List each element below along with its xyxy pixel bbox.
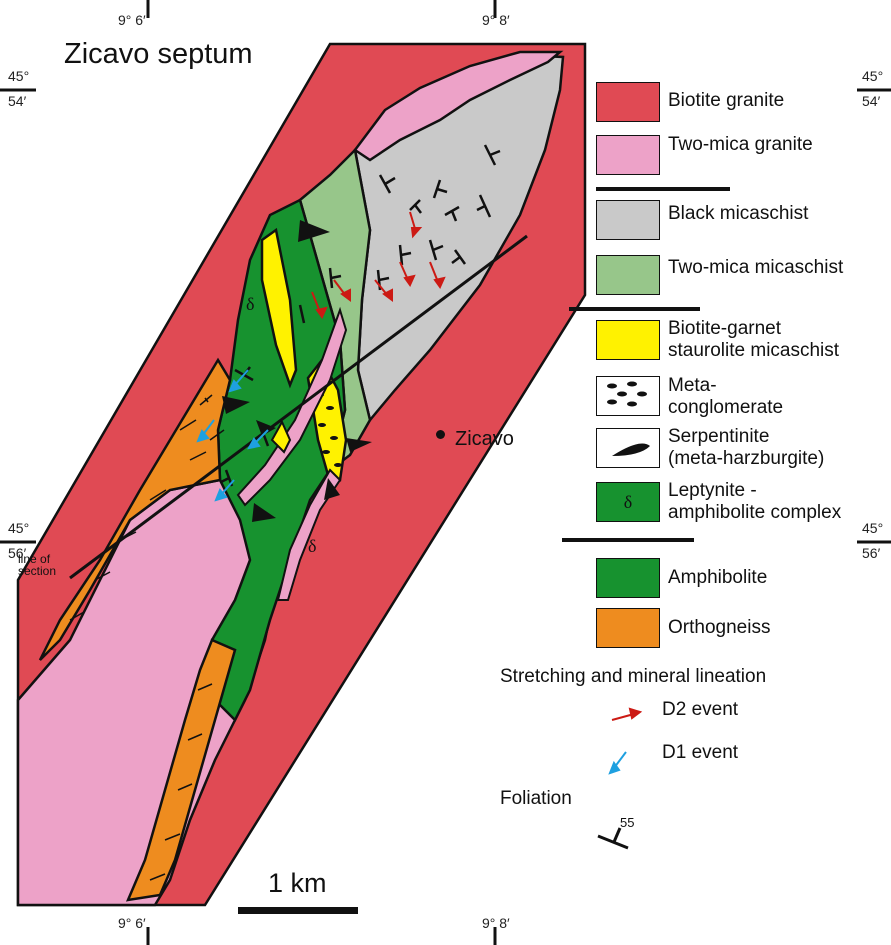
legend-label-leptynite: Leptynite - amphibolite complex [668, 480, 841, 524]
longitude-bottom-left: 9° 6′ [118, 915, 146, 931]
latitude-bottom-right-min: 56′ [862, 545, 881, 561]
orthogneiss-ticks [69, 394, 225, 881]
legend-d2-arrow [611, 707, 643, 721]
leptynite-symbols: δ δ [246, 294, 316, 556]
legend-serpentinite-lens [612, 443, 650, 456]
legend-d1-label: D1 event [662, 742, 739, 763]
legend-label-two-mica-micaschist: Two-mica micaschist [668, 257, 844, 278]
legend-label-amphibolite: Amphibolite [668, 567, 768, 588]
latitude-bottom-left-min: 56′ [8, 545, 27, 561]
legend-label-serpentinite: Serpentinite (meta-harzburgite) [668, 426, 824, 470]
legend-label-biotite-granite: Biotite granite [668, 90, 785, 111]
legend-lineation-heading: Stretching and mineral lineation [500, 666, 767, 687]
legend-divider-1 [596, 187, 730, 191]
line-of-section-label: line of section [18, 553, 56, 577]
line-of-section-label-line1: line of [18, 552, 51, 566]
legend-swatch-two-mica-micaschist [596, 255, 660, 295]
legend-label-two-mica-granite: Two-mica granite [668, 134, 813, 155]
legend-label-meta-conglomerate: Meta- conglomerate [668, 375, 783, 419]
scale-bar [238, 907, 358, 914]
foliation-symbols [220, 144, 501, 487]
legend-label-biotite-garnet-line1: Biotite-garnet [668, 318, 782, 339]
legend-swatch-orthogneiss [596, 608, 660, 648]
unit-biotite-garnet-lens [260, 227, 298, 389]
legend-d1-arrow [608, 751, 627, 775]
svg-text:δ: δ [308, 536, 316, 556]
legend-swatch-black-micaschist [596, 200, 660, 240]
town-label: Zicavo [455, 428, 514, 450]
latitude-top-right-deg: 45° [862, 68, 884, 84]
line-of-section [69, 234, 528, 580]
legend-foliation-heading: Foliation [500, 788, 572, 809]
legend-swatch-leptynite: δ [596, 482, 660, 522]
legend-label-black-micaschist: Black micaschist [668, 203, 809, 224]
latitude-top-right-min: 54′ [862, 93, 881, 109]
d1-lineation-arrows [196, 369, 269, 502]
longitude-top-right: 9° 8′ [482, 12, 510, 28]
legend-swatch-two-mica-granite [596, 135, 660, 175]
legend-label-leptynite-line2: amphibolite complex [668, 502, 842, 523]
legend-foliation-dip: 55 [620, 815, 635, 830]
thrust-teeth [222, 220, 372, 522]
legend-swatch-biotite-garnet [596, 320, 660, 360]
unit-yellow-pod [270, 419, 292, 454]
legend-label-orthogneiss: Orthogneiss [668, 617, 771, 638]
scale-label: 1 km [268, 868, 327, 898]
legend-label-serpentinite-line1: Serpentinite [668, 426, 770, 447]
town-marker-icon [436, 430, 445, 439]
unit-granite-dyke-1 [236, 306, 348, 507]
legend-label-serpentinite-line2: (meta-harzburgite) [668, 448, 825, 469]
longitude-bottom-right: 9° 8′ [482, 915, 510, 931]
map-title: Zicavo septum [64, 38, 253, 70]
legend-divider-2 [569, 307, 700, 311]
latitude-bottom-left-deg: 45° [8, 520, 30, 536]
legend-label-meta-conglomerate-line1: Meta- [668, 375, 717, 396]
legend-swatch-amphibolite [596, 558, 660, 598]
legend-swatch-biotite-granite [596, 82, 660, 122]
legend-label-biotite-garnet: Biotite-garnet staurolite micaschist [668, 318, 839, 362]
legend-label-meta-conglomerate-line2: conglomerate [668, 397, 784, 418]
unit-orthogneiss [38, 357, 232, 661]
d2-lineation-arrows [311, 211, 446, 320]
line-of-section-label-line2: section [18, 564, 57, 578]
legend-swatch-meta-conglomerate [596, 376, 660, 416]
latitude-top-left-min: 54′ [8, 93, 27, 109]
longitude-top-left: 9° 6′ [118, 12, 146, 28]
legend-label-biotite-garnet-line2: staurolite micaschist [668, 340, 840, 361]
legend-divider-3 [562, 538, 694, 542]
legend-d2-label: D2 event [662, 699, 739, 720]
latitude-bottom-right-deg: 45° [862, 520, 884, 536]
unit-orthogneiss-strip [125, 638, 237, 902]
legend-swatch-serpentinite [596, 428, 660, 468]
latitude-top-left-deg: 45° [8, 68, 30, 84]
legend-conglomerate-pebbles [607, 381, 647, 407]
legend-foliation-symbol [597, 827, 629, 850]
legend-label-leptynite-line1: Leptynite - [668, 480, 757, 501]
unit-two-mica-granite-north [353, 50, 564, 162]
svg-text:δ: δ [246, 294, 254, 314]
